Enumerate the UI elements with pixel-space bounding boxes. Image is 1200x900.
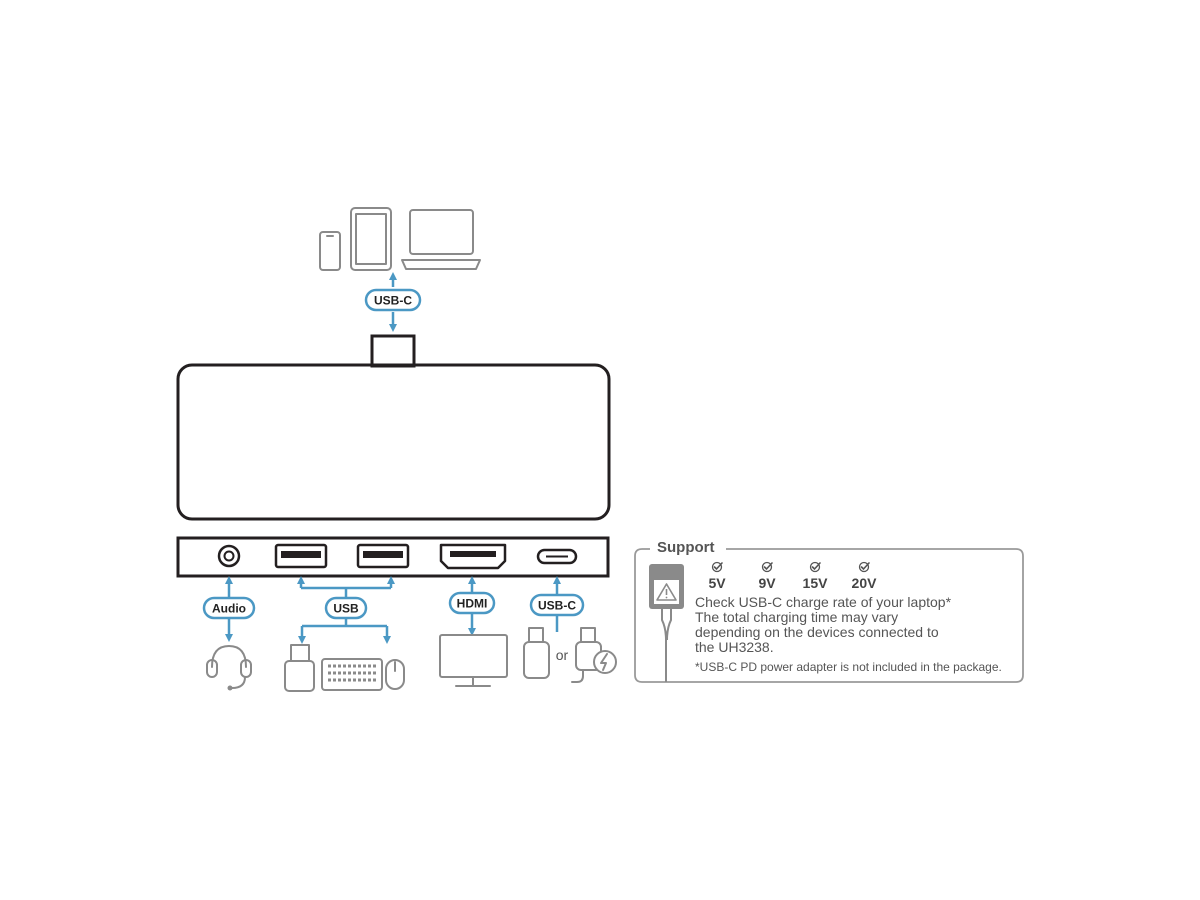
usb-a-port-1: [274, 543, 328, 569]
check-icon-5v: [711, 561, 723, 573]
voltage-5v: 5V: [708, 575, 726, 591]
keyboard-icon: [321, 658, 383, 691]
support-title: Support: [657, 539, 715, 556]
voltage-9v: 9V: [758, 575, 776, 591]
monitor-icon: [439, 634, 508, 687]
support-info-line-3: depending on the devices connected to: [695, 624, 939, 640]
power-adapter-icon: [649, 564, 684, 682]
voltage-15v: 15V: [803, 575, 829, 591]
check-icon-15v: [809, 561, 821, 573]
support-info-line-1: Check USB-C charge rate of your laptop*: [695, 594, 952, 610]
check-icon-9v: [761, 561, 773, 573]
check-icon-20v: [858, 561, 870, 573]
support-info-line-2: The total charging time may vary: [695, 609, 898, 625]
support-panel-border: [634, 548, 1024, 683]
support-info-line-4: the UH3238.: [695, 639, 774, 655]
usb-c-port: [536, 548, 578, 565]
usb-c-charger-icon: [571, 627, 617, 683]
usb-c-cable-plug: [370, 334, 416, 368]
support-footnote: *USB-C PD power adapter is not included …: [695, 660, 1002, 674]
mouse-icon: [385, 659, 405, 690]
usb-a-port-2: [356, 543, 410, 569]
upstream-usb-c-label: USB-C: [374, 294, 412, 308]
voltage-20v: 20V: [852, 575, 878, 591]
smartphone-icon: [319, 231, 341, 271]
hdmi-tag: HDMI: [448, 591, 496, 615]
usb-flash-drive-icon: [284, 644, 315, 692]
usb-c-tag: USB-C: [529, 593, 585, 617]
headset-icon: [206, 645, 252, 691]
hdmi-port: [439, 543, 507, 570]
dock-top-view: [176, 363, 611, 521]
audio-label: Audio: [212, 602, 246, 616]
usb-label: USB: [333, 602, 359, 616]
usb-c-label: USB-C: [538, 599, 576, 613]
audio-jack-port: [217, 544, 241, 568]
audio-tag: Audio: [202, 596, 256, 620]
hdmi-label: HDMI: [457, 597, 488, 611]
upstream-usb-c-tag: USB-C: [364, 288, 422, 312]
or-text: or: [556, 647, 569, 663]
tablet-icon: [350, 207, 392, 271]
usb-c-device-icon: [523, 627, 550, 679]
laptop-icon: [401, 209, 481, 270]
usb-tag: USB: [324, 596, 368, 620]
